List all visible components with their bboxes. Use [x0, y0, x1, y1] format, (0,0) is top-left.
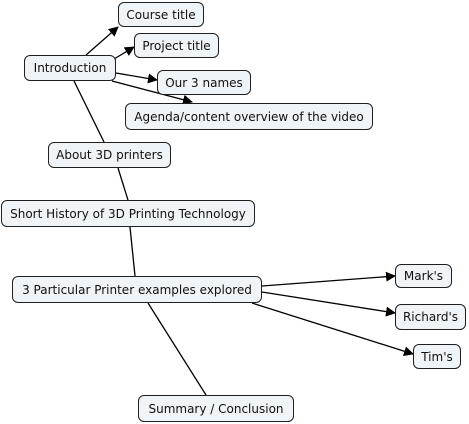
node-about-3d-printers[interactable]: About 3D printers: [48, 142, 171, 168]
arrow-intro-project: [113, 46, 135, 60]
arrow-intro-agenda: [111, 80, 193, 105]
arrow-intro-course: [85, 26, 119, 56]
connector-intro-about: [73, 80, 105, 143]
connector-about-history: [117, 167, 129, 201]
arrow-examples-richard: [261, 291, 396, 317]
arrow-intro-names: [115, 72, 158, 84]
arrow-examples-tim: [251, 302, 414, 357]
node-course-title[interactable]: Course title: [118, 2, 204, 27]
node-mark[interactable]: Mark's: [395, 264, 452, 288]
node-printer-examples[interactable]: 3 Particular Printer examples explored: [12, 276, 262, 303]
node-summary[interactable]: Summary / Conclusion: [138, 395, 294, 422]
connector-history-examples: [129, 226, 136, 277]
node-richard[interactable]: Richard's: [395, 304, 466, 330]
arrow-examples-mark: [261, 271, 396, 287]
node-introduction[interactable]: Introduction: [24, 55, 116, 81]
node-agenda[interactable]: Agenda/content overview of the video: [125, 103, 373, 130]
node-our-names[interactable]: Our 3 names: [157, 70, 251, 95]
node-tim[interactable]: Tim's: [413, 344, 461, 369]
node-history[interactable]: Short History of 3D Printing Technology: [1, 200, 255, 227]
connector-examples-summary: [147, 302, 207, 396]
node-project-title[interactable]: Project title: [134, 33, 219, 58]
